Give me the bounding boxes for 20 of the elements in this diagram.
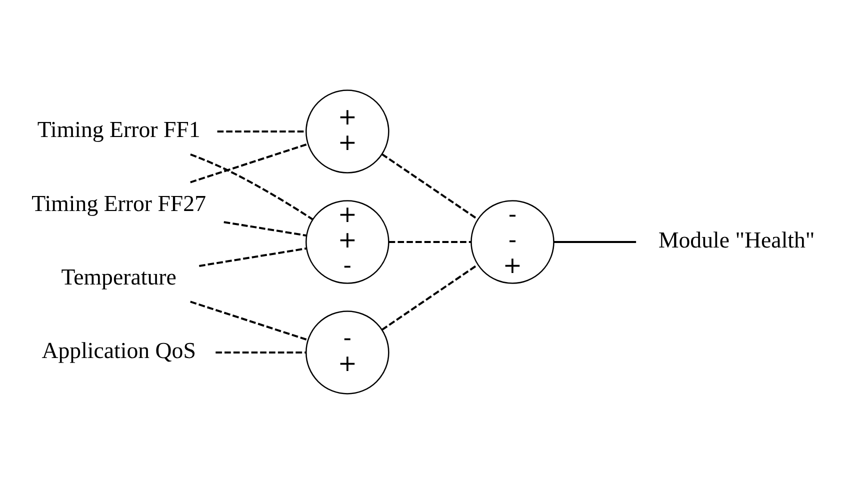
node-text: Module "Health" <box>658 227 814 252</box>
node-text: Timing Error FF27 <box>31 190 206 216</box>
node-text: Application QoS <box>41 338 196 363</box>
connector <box>190 142 308 183</box>
node-circle: + + <box>305 89 389 173</box>
connector <box>216 130 306 132</box>
node-circle: - - + <box>470 200 554 284</box>
node-circle: - + <box>305 310 389 394</box>
connector <box>190 300 308 340</box>
connector <box>190 152 313 220</box>
connector <box>388 240 470 243</box>
connector <box>223 220 306 236</box>
connector <box>553 240 636 243</box>
connector <box>198 247 306 266</box>
node-text: Timing Error FF1 <box>36 116 200 142</box>
connector <box>215 350 306 353</box>
connector <box>380 264 478 330</box>
node-circle: + + - <box>305 200 389 284</box>
node-text: Temperature <box>60 264 176 289</box>
connector <box>380 152 478 220</box>
